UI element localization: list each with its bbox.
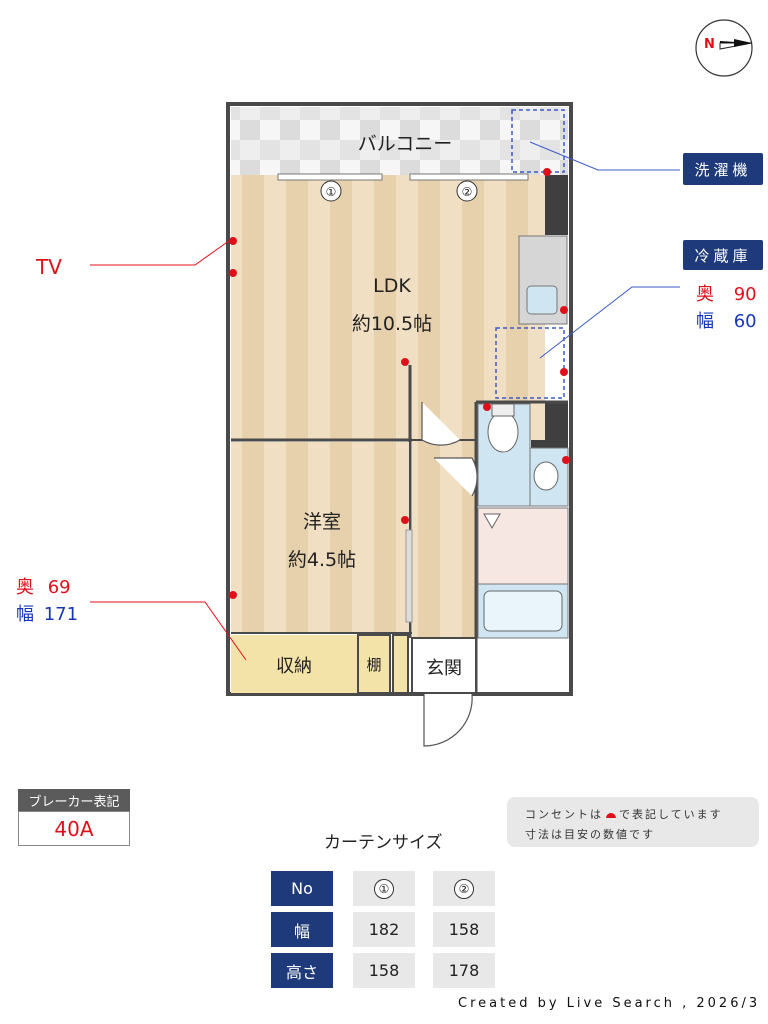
fridge-depth-value: 90	[733, 284, 757, 305]
fridge-depth-label: 奥	[696, 284, 714, 305]
washbasin-icon	[533, 461, 559, 491]
kitchen-sink	[526, 285, 558, 315]
ldk-label: LDK	[373, 275, 411, 297]
ldk-size: 約10.5帖	[352, 313, 432, 335]
window-marker-2: ②	[462, 185, 473, 199]
curtain-width-2: 158	[433, 912, 495, 947]
window-2	[409, 173, 529, 181]
storage-width: 幅 171	[16, 600, 78, 626]
sliding-door	[405, 529, 413, 623]
curtain-no-2: ②	[433, 871, 495, 906]
curtain-header-no: No	[271, 871, 333, 906]
window-marker-1: ①	[326, 185, 337, 199]
wall-block	[545, 175, 568, 235]
window-1	[277, 173, 383, 181]
shelf-label: 棚	[366, 656, 381, 674]
curtain-height-2: 178	[433, 953, 495, 988]
western-room-floor	[231, 442, 409, 632]
fridge-tag: 冷蔵庫	[683, 240, 763, 270]
curtain-header-width: 幅	[271, 912, 333, 947]
notes-line-1-end: で表記しています	[619, 808, 723, 821]
storage-label: 収納	[276, 656, 312, 677]
hall-door	[434, 457, 478, 497]
toilet-icon	[487, 411, 519, 453]
curtain-width-1: 182	[353, 912, 415, 947]
notes-line-1: コンセントは で表記しています	[525, 806, 723, 822]
bathtub-icon	[483, 590, 563, 632]
curtain-header-height: 高さ	[271, 953, 333, 988]
washer-tag: 洗濯機	[683, 153, 763, 185]
storage-depth: 奥 69	[16, 573, 71, 599]
notes-line-1-start: コンセントは	[525, 808, 603, 821]
curtain-height-1: 158	[353, 953, 415, 988]
breaker-label: ブレーカー表記	[18, 789, 130, 811]
curtain-no-2-text: ②	[454, 878, 474, 899]
storage-depth-value: 69	[47, 577, 71, 598]
ldk-door	[421, 402, 461, 446]
entrance-area	[411, 637, 477, 694]
ldk-floor	[231, 175, 545, 440]
western-label: 洋室	[303, 511, 341, 533]
notes-line-2: 寸法は目安の数値です	[525, 828, 655, 841]
outlet-marker-icon	[606, 813, 616, 818]
shelf-area	[357, 634, 391, 694]
fridge-space	[495, 327, 565, 399]
balcony-label: バルコニー	[358, 133, 453, 155]
floor-plan: バルコニー ① ② LDK 約10.5帖 洋室 約4.5帖 収納 棚 玄関	[90, 102, 680, 747]
compass-letter: N	[704, 37, 715, 52]
tv-label: TV	[36, 255, 62, 279]
fridge-depth: 奥 90	[696, 280, 757, 306]
storage-area	[231, 635, 357, 693]
western-size: 約4.5帖	[288, 549, 356, 571]
fridge-width-label: 幅	[696, 311, 714, 332]
entrance-label: 玄関	[426, 658, 462, 679]
storage-width-value: 171	[43, 604, 79, 625]
fridge-width: 幅 60	[696, 307, 757, 333]
storage-width-label: 幅	[16, 604, 34, 625]
washer-space	[511, 109, 565, 173]
entrance-door	[423, 693, 473, 747]
breaker-value: 40A	[18, 811, 130, 846]
curtain-no-1: ①	[353, 871, 415, 906]
storage-depth-label: 奥	[16, 577, 34, 598]
compass: N	[694, 18, 754, 78]
outlet-markers	[229, 168, 570, 599]
curtain-title: カーテンサイズ	[324, 833, 443, 853]
north-arrow-icon: N	[695, 19, 753, 77]
footer-credit: Created by Live Search , 2026/3	[458, 996, 761, 1011]
notes-box: コンセントは で表記しています 寸法は目安の数値です	[507, 797, 759, 847]
fridge-width-value: 60	[733, 311, 757, 332]
curtain-no-1-text: ①	[374, 878, 394, 899]
